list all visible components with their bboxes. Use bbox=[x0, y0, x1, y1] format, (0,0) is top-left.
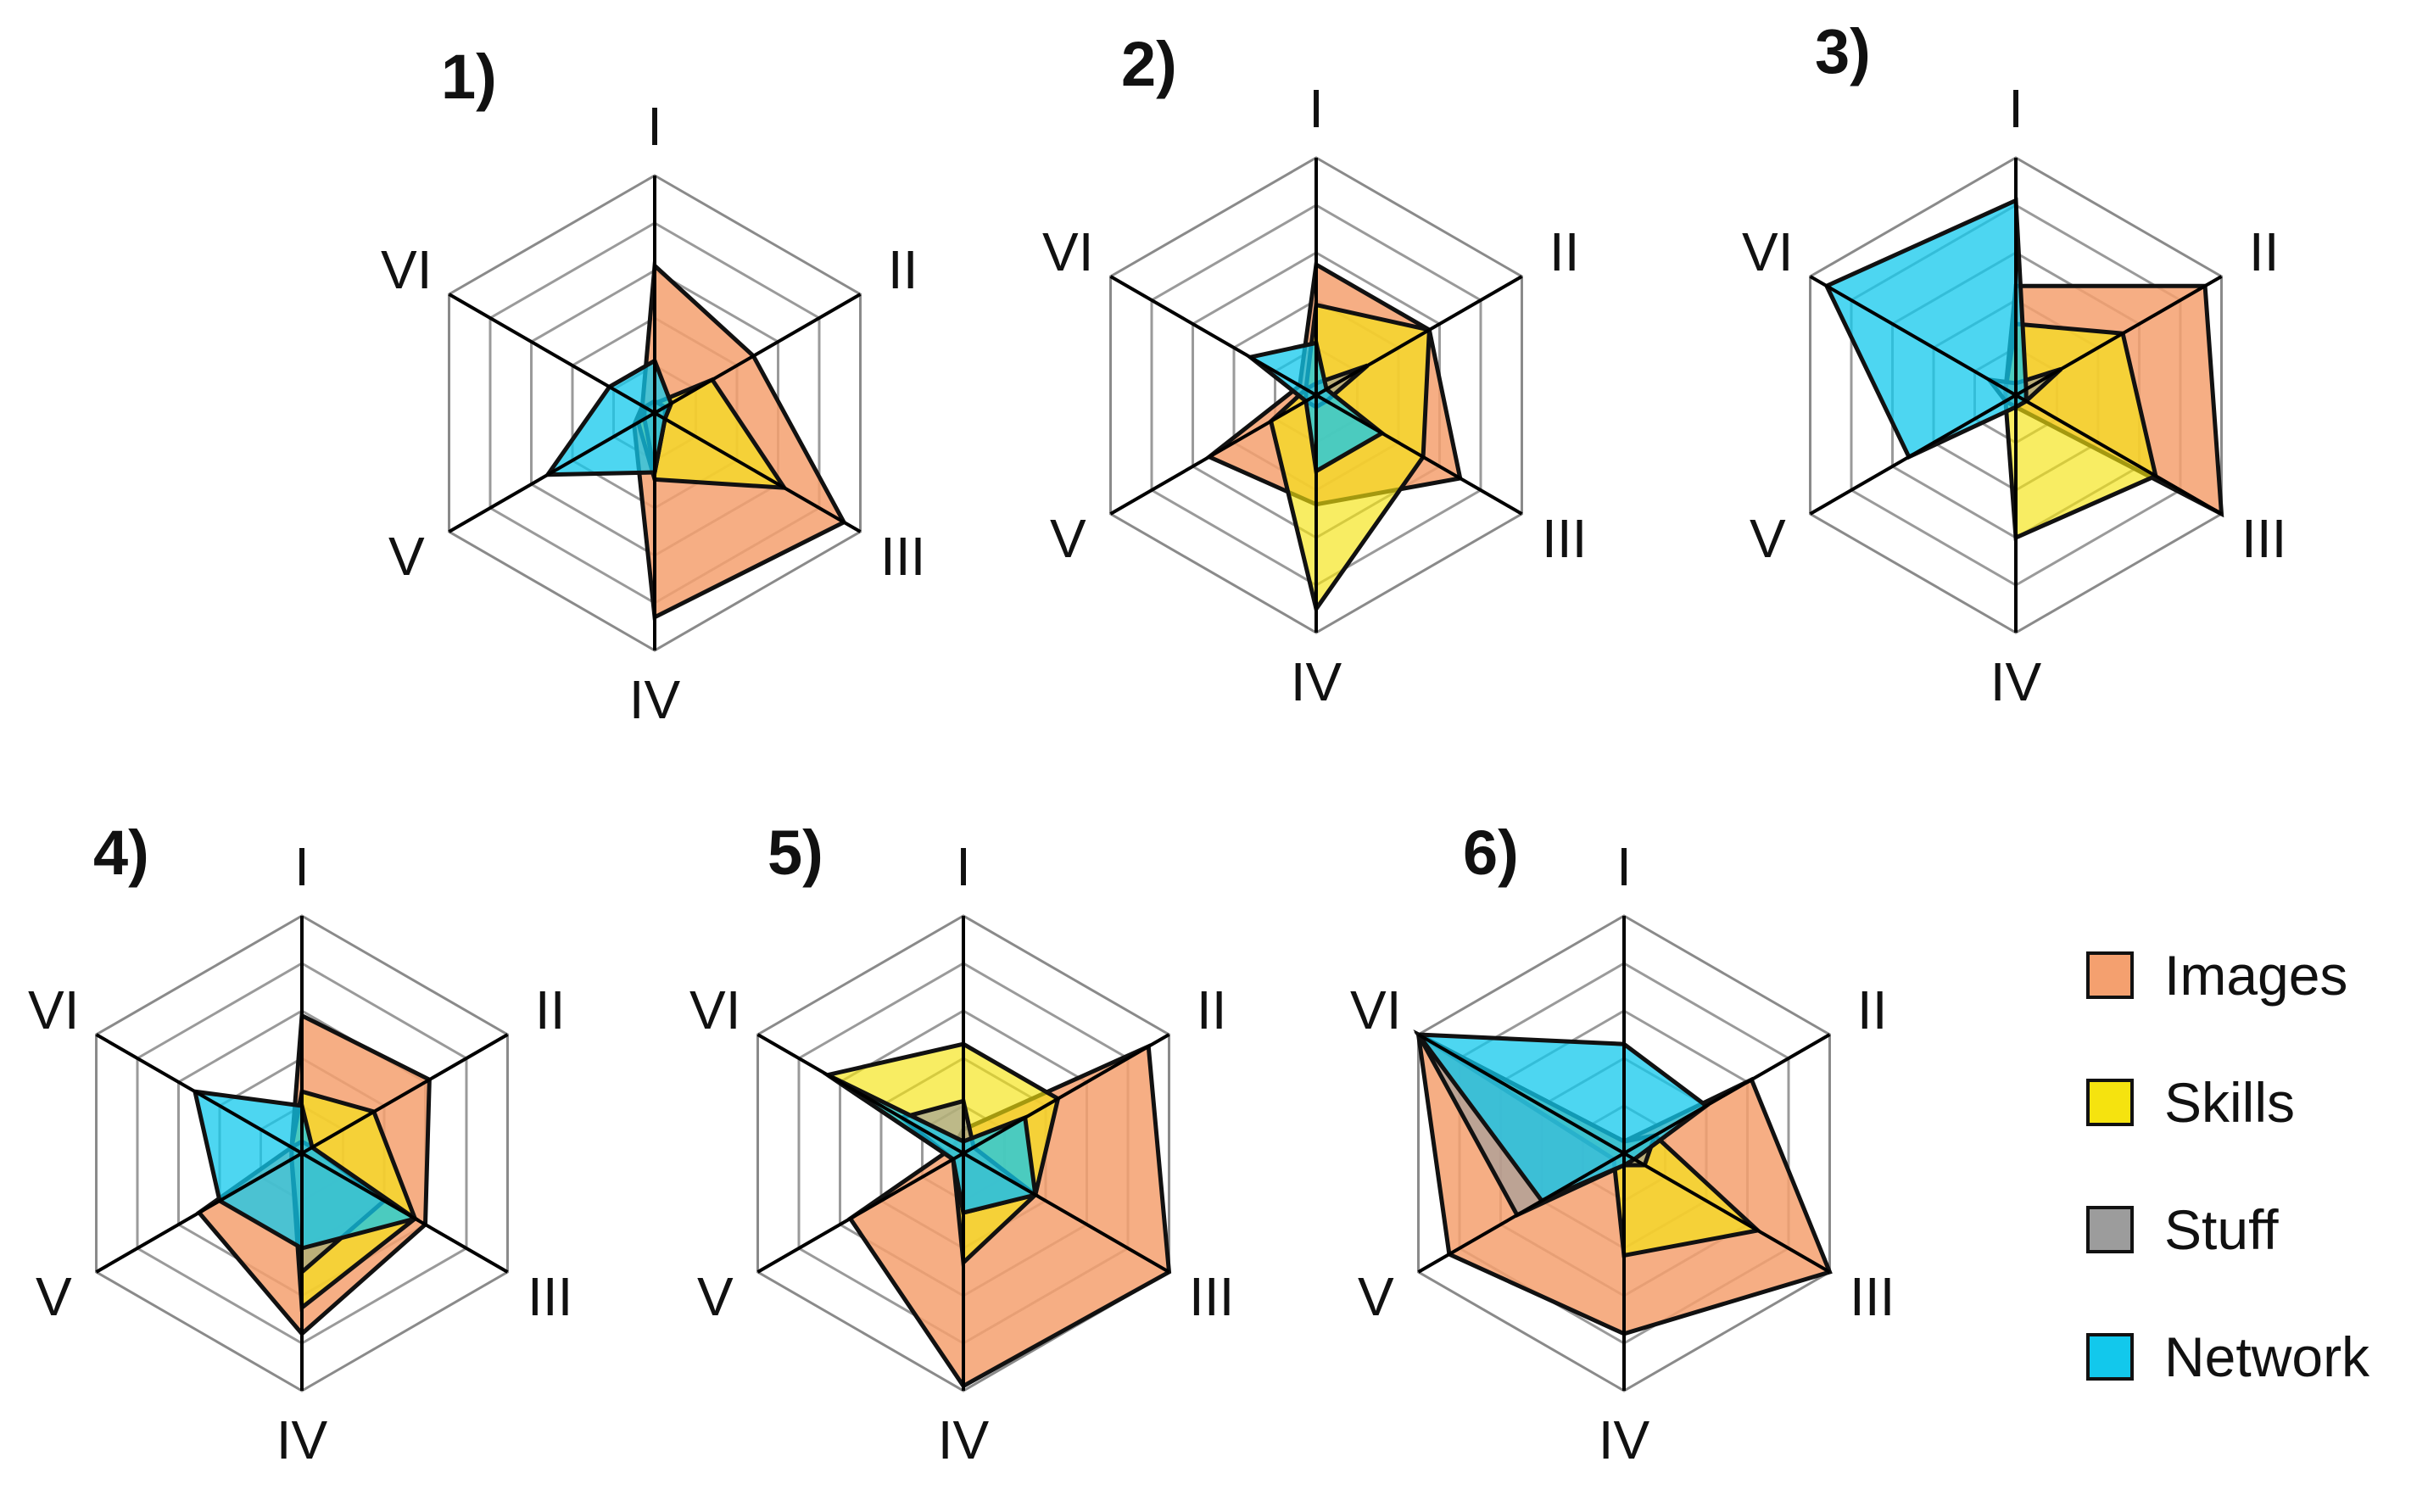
axis-label-II: II bbox=[1197, 979, 1227, 1041]
axis-spoke-V bbox=[1109, 393, 1318, 516]
series-area-network bbox=[544, 357, 674, 477]
panel-title: 3) bbox=[1815, 16, 1871, 86]
axis-label-V: V bbox=[697, 1266, 734, 1327]
axis-label-II: II bbox=[1857, 979, 1888, 1041]
axis-label-IV: IV bbox=[1990, 651, 2042, 712]
axis-label-IV: IV bbox=[276, 1409, 328, 1470]
axis-spoke-II bbox=[301, 1033, 509, 1155]
axis-spoke-V bbox=[1417, 1152, 1626, 1274]
axis-label-II: II bbox=[888, 239, 918, 300]
axis-label-IV: IV bbox=[629, 669, 681, 730]
legend-label-stuff: Stuff bbox=[2164, 1198, 2279, 1261]
legend-label-skills: Skills bbox=[2164, 1071, 2295, 1134]
axis-label-VI: VI bbox=[1350, 979, 1401, 1041]
axis-spoke-VI bbox=[448, 293, 656, 415]
panel-title: 2) bbox=[1121, 29, 1177, 99]
axis-label-III: III bbox=[1542, 508, 1587, 569]
axis-label-III: III bbox=[2241, 508, 2286, 569]
axis-spoke-V bbox=[1809, 393, 2018, 516]
axis-spoke-III bbox=[654, 411, 862, 533]
axis-spoke-III bbox=[962, 1152, 1170, 1274]
panel-title: 6) bbox=[1463, 817, 1519, 888]
axis-spoke-V bbox=[756, 1152, 964, 1274]
axis-label-VI: VI bbox=[1742, 221, 1793, 282]
axis-label-III: III bbox=[880, 526, 925, 587]
legend-swatch-skills bbox=[2086, 1079, 2134, 1126]
axis-spoke-III bbox=[2014, 393, 2223, 516]
panel-title: 1) bbox=[441, 42, 497, 112]
legend-label-images: Images bbox=[2164, 944, 2347, 1007]
axis-label-IV: IV bbox=[938, 1409, 990, 1470]
axis-label-I: I bbox=[1309, 78, 1324, 139]
axis-label-I: I bbox=[2008, 78, 2023, 139]
axis-label-II: II bbox=[535, 979, 566, 1041]
axis-label-V: V bbox=[1050, 508, 1086, 569]
axis-label-VI: VI bbox=[381, 239, 432, 300]
axis-spoke-VI bbox=[756, 1033, 964, 1155]
axis-spoke-III bbox=[1622, 1152, 1831, 1274]
legend-swatch-network bbox=[2086, 1333, 2134, 1381]
axis-spoke-III bbox=[301, 1152, 509, 1274]
axis-spoke-II bbox=[2014, 275, 2223, 397]
axis-spoke-II bbox=[654, 293, 862, 415]
axis-label-IV: IV bbox=[1291, 651, 1342, 712]
axis-spoke-II bbox=[1314, 275, 1523, 397]
legend-swatch-stuff bbox=[2086, 1206, 2134, 1253]
axis-label-I: I bbox=[294, 836, 310, 897]
series-area-network bbox=[1823, 197, 2029, 460]
legend-label-network: Network bbox=[2164, 1325, 2370, 1388]
axis-label-II: II bbox=[2249, 221, 2280, 282]
axis-label-VI: VI bbox=[1042, 221, 1093, 282]
axis-spoke-II bbox=[962, 1033, 1170, 1155]
panel-title: 4) bbox=[93, 817, 149, 888]
axis-label-V: V bbox=[36, 1266, 72, 1327]
axis-spoke-V bbox=[448, 411, 656, 533]
axis-label-I: I bbox=[956, 836, 971, 897]
axis-spoke-II bbox=[1622, 1033, 1831, 1155]
axis-label-V: V bbox=[1358, 1266, 1394, 1327]
axis-spoke-VI bbox=[1809, 275, 2018, 397]
axis-spoke-VI bbox=[1109, 275, 1318, 397]
axis-label-VI: VI bbox=[28, 979, 79, 1041]
axis-label-I: I bbox=[647, 96, 662, 157]
panel-title: 5) bbox=[767, 817, 823, 888]
axis-spoke-VI bbox=[1417, 1033, 1626, 1155]
axis-label-III: III bbox=[1850, 1266, 1895, 1327]
axis-label-I: I bbox=[1616, 836, 1632, 897]
axis-label-III: III bbox=[1189, 1266, 1234, 1327]
axis-label-V: V bbox=[1750, 508, 1786, 569]
legend-swatch-images bbox=[2086, 951, 2134, 999]
axis-spoke-III bbox=[1314, 393, 1523, 516]
axis-label-V: V bbox=[388, 526, 425, 587]
axis-label-III: III bbox=[527, 1266, 572, 1327]
axis-spoke-V bbox=[95, 1152, 303, 1274]
axis-spoke-VI bbox=[95, 1033, 303, 1155]
axis-label-VI: VI bbox=[689, 979, 740, 1041]
axis-label-IV: IV bbox=[1599, 1409, 1650, 1470]
axis-label-II: II bbox=[1549, 221, 1580, 282]
